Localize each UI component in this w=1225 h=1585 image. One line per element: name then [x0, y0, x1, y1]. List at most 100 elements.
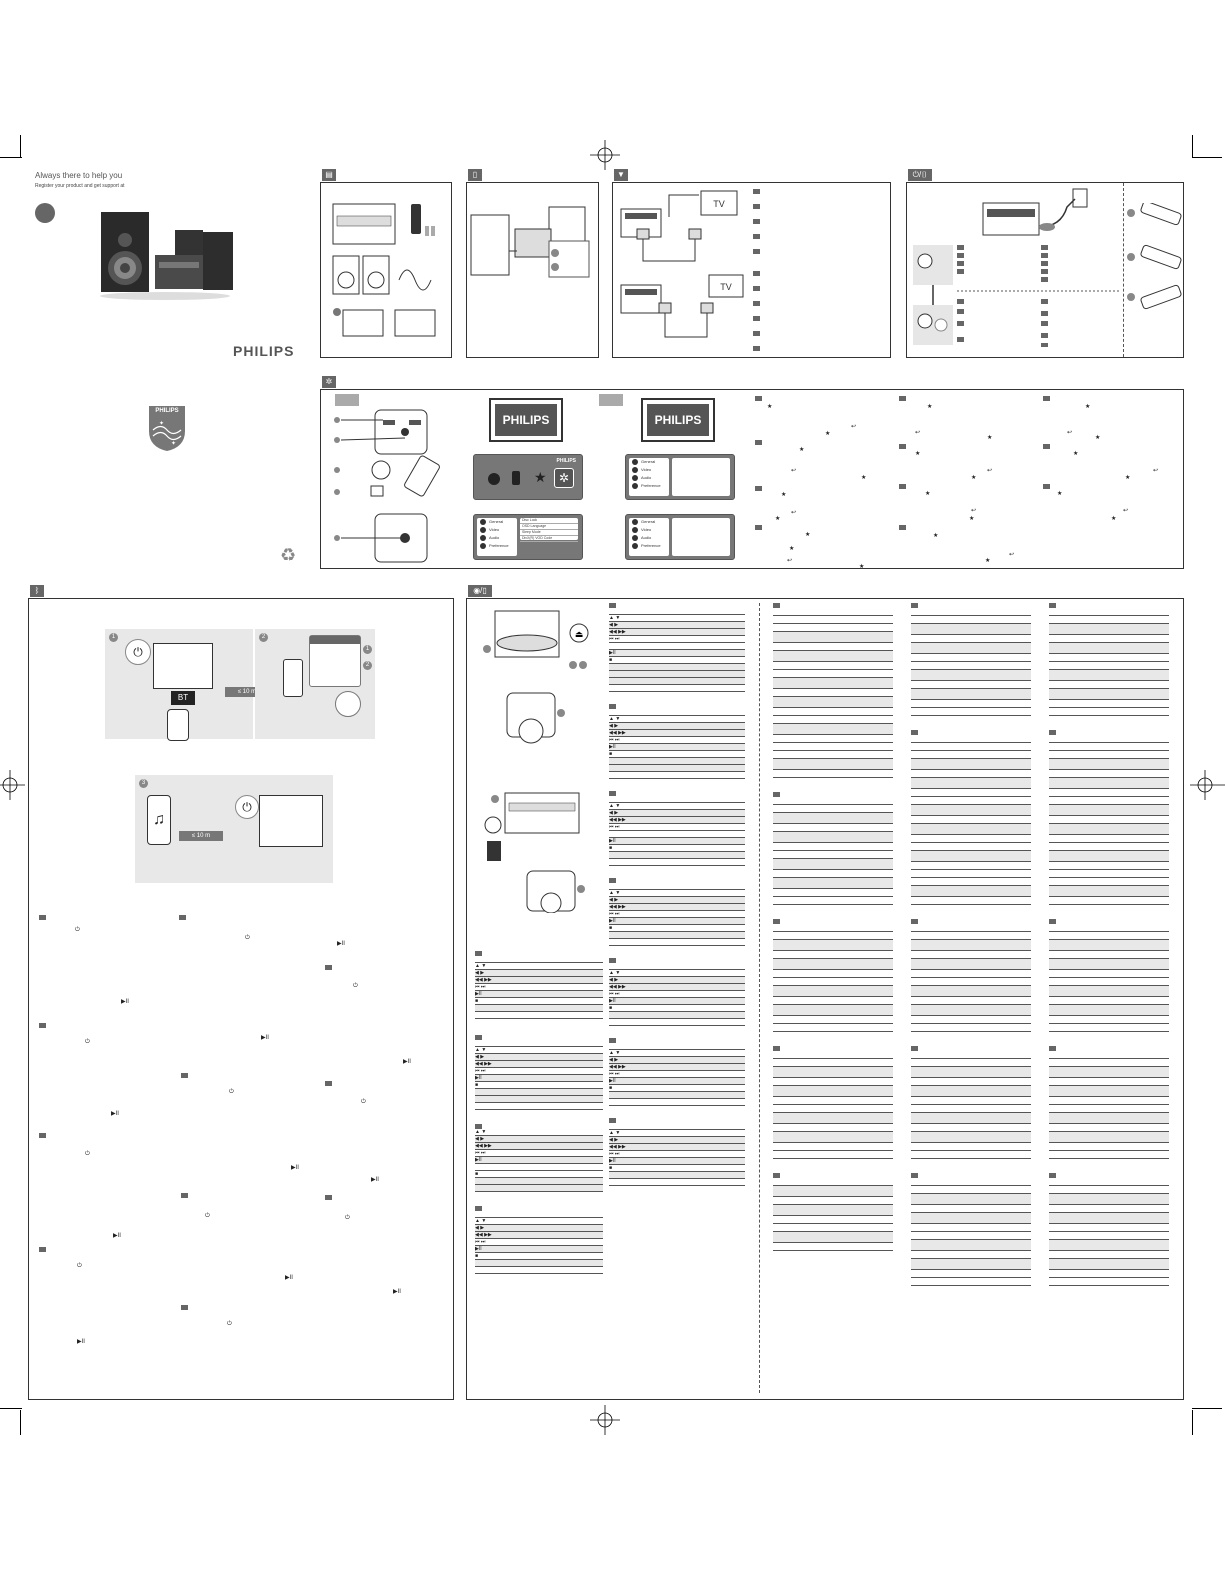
- table-row: [773, 1232, 893, 1243]
- table-row: [773, 1124, 893, 1132]
- table-row: [911, 843, 1031, 851]
- table-header-badge: [609, 878, 616, 883]
- table-row: [1049, 1251, 1169, 1259]
- table-header-badge: [911, 1046, 918, 1051]
- registration-mark: [590, 1405, 620, 1435]
- power-icon: ⏻: [75, 927, 80, 933]
- power-icon: ⏻: [227, 1321, 232, 1327]
- table-row: [773, 1086, 893, 1097]
- table-row: [773, 643, 893, 651]
- play-pause-icon: ▶II: [337, 941, 345, 947]
- setup-tab-a: [335, 394, 359, 406]
- table-row: [609, 1172, 745, 1179]
- table-row: [911, 1132, 1031, 1143]
- step-number-badge: [1043, 444, 1050, 449]
- table-row: [1049, 862, 1169, 870]
- table-row: [911, 797, 1031, 805]
- table-row: [773, 932, 893, 940]
- table-row: [1049, 1270, 1169, 1278]
- menu-item-general[interactable]: General: [477, 518, 517, 526]
- table-row: [911, 951, 1031, 959]
- table-row-updown: ▲ ▼: [475, 1218, 603, 1225]
- power-icon: ⏻: [229, 1089, 234, 1095]
- table-row-updown: ▲ ▼: [609, 890, 745, 897]
- step-number-badge: [753, 331, 760, 336]
- disc-icon: [488, 473, 500, 485]
- table-row: [773, 616, 893, 624]
- step-number-badge: [899, 444, 906, 449]
- table-row: [609, 608, 745, 615]
- step-3-badge: 3: [139, 779, 148, 788]
- box-contents-panel: [320, 182, 452, 358]
- back-icon: ↩: [1009, 552, 1015, 558]
- table-header-badge: [1049, 919, 1056, 924]
- table-row: [911, 700, 1031, 708]
- spacer: [609, 779, 745, 791]
- svg-text:PHILIPS: PHILIPS: [155, 408, 178, 414]
- bluetooth-instructions: ⏻ ▶II ⏻ ▶II ⏻ ⏻ ▶II ▶II ⏻ ▶II ⏻ ⏻ ▶II ▶I…: [39, 915, 449, 1345]
- distance-arrow: ≤ 10 m: [225, 687, 269, 697]
- table-row: [911, 824, 1031, 835]
- table-row: [1049, 986, 1169, 997]
- table-row: [773, 870, 893, 878]
- power-connection-illustration: [913, 188, 1121, 347]
- table-row: [911, 835, 1031, 843]
- spacer: [911, 905, 1031, 919]
- column-divider: [759, 603, 760, 1393]
- menu-item-video[interactable]: Video: [629, 526, 669, 534]
- table-row-updown: ▲ ▼: [609, 716, 745, 723]
- power-icon: ⏻: [353, 983, 358, 989]
- menu-item-preference[interactable]: Preference: [477, 542, 517, 550]
- menu-item-video[interactable]: Video: [477, 526, 517, 534]
- table-row: [911, 1143, 1031, 1151]
- table-row: [609, 939, 745, 946]
- table-row: [609, 678, 745, 685]
- bluetooth-figure-1: 1 ⏻ BT ≤ 10 m: [105, 629, 269, 741]
- table-row: [773, 1186, 893, 1197]
- svg-text:✦: ✦: [171, 440, 176, 447]
- table-row: [911, 681, 1031, 689]
- table-row: [911, 851, 1031, 862]
- table-row-skip: ⏮ ⏭: [475, 1239, 603, 1246]
- table-row: [1049, 635, 1169, 643]
- menu-item-audio[interactable]: Audio: [629, 534, 669, 542]
- table-header-badge: [609, 1118, 616, 1123]
- menu-item-audio[interactable]: Audio: [629, 474, 669, 482]
- box-contents-illustration: [332, 203, 436, 337]
- table-row: [1049, 824, 1169, 835]
- menu-item-audio[interactable]: Audio: [477, 534, 517, 542]
- crop-mark: [1192, 135, 1193, 157]
- table-row: [911, 608, 1031, 616]
- table-row-stop: ■: [475, 1171, 603, 1178]
- menu-item-general[interactable]: General: [629, 458, 669, 466]
- table-row-playpause: ▶II: [475, 1246, 603, 1253]
- table-row: [1049, 835, 1169, 843]
- menu-item-preference[interactable]: Preference: [629, 542, 669, 550]
- table-row: [911, 959, 1031, 970]
- table-row: [1049, 616, 1169, 624]
- table-row: [1049, 1259, 1169, 1270]
- distance-arrow: ≤ 10 m: [179, 831, 223, 841]
- step-number-badge: [325, 1081, 332, 1086]
- table-row: [911, 940, 1031, 951]
- table-row: [609, 796, 745, 803]
- table-row: [911, 735, 1031, 743]
- table-row: [1049, 1278, 1169, 1286]
- star-icon: ★: [775, 516, 781, 522]
- table-row: [911, 654, 1031, 662]
- table-row-ffrew: ◀◀ ▶▶: [609, 629, 745, 636]
- table-row-leftright: ◀ ▶: [609, 897, 745, 904]
- menu-item-video[interactable]: Video: [629, 466, 669, 474]
- table-row: [1049, 816, 1169, 824]
- table-row: [1049, 878, 1169, 886]
- menu-item-general[interactable]: General: [629, 518, 669, 526]
- table-row-skip: ⏮ ⏭: [609, 991, 745, 998]
- table-row: [911, 743, 1031, 751]
- crop-mark: [1192, 157, 1222, 158]
- table-row-leftright: ◀ ▶: [475, 970, 603, 977]
- svg-text:TV: TV: [713, 199, 725, 209]
- step-number-badge: [1043, 484, 1050, 489]
- table-row: [1049, 735, 1169, 743]
- table-row: [911, 1270, 1031, 1278]
- menu-item-preference[interactable]: Preference: [629, 482, 669, 490]
